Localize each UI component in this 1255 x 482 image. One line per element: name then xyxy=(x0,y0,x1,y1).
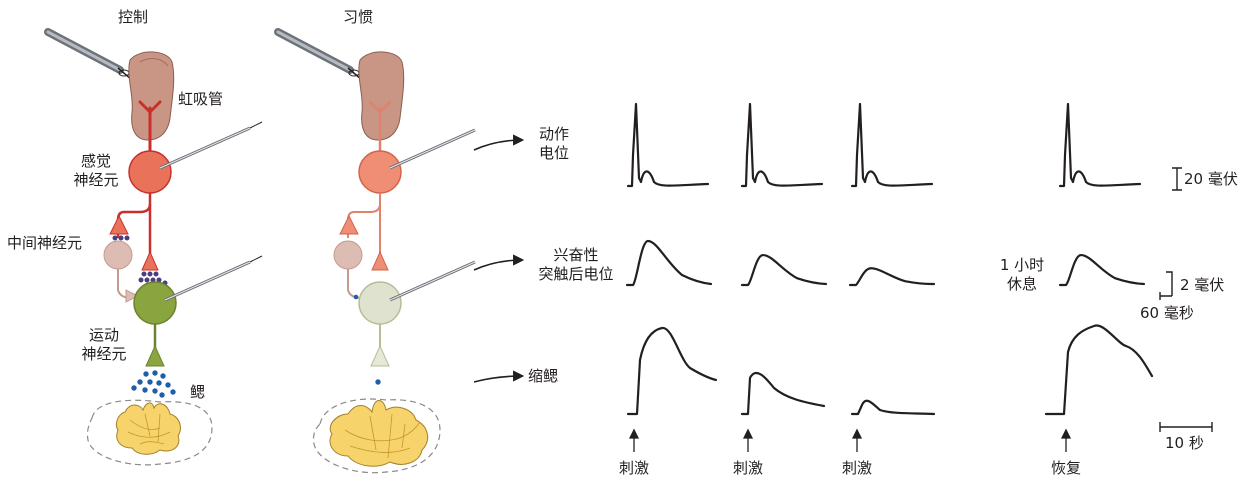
tactile-probe xyxy=(48,32,132,80)
stimulus-arrows xyxy=(630,430,1070,452)
sensory-neuron-soma xyxy=(129,151,171,193)
epsp-label: 兴奋性 突触后电位 xyxy=(528,246,624,284)
scale-bar-20mv xyxy=(1172,168,1182,190)
siphon-label: 虹吸管 xyxy=(178,90,223,109)
interneuron-label: 中间神经元 xyxy=(7,234,82,253)
gill-relaxed xyxy=(330,401,428,467)
scale-bars xyxy=(1160,168,1212,432)
epsp-trace-1 xyxy=(627,241,711,285)
sensory-neuron-soma-habituation xyxy=(359,151,401,193)
epsp-trace-4 xyxy=(1060,255,1144,285)
scale-label-2mv: 2 毫伏 xyxy=(1180,276,1224,295)
motor-terminal xyxy=(146,346,164,366)
rest-label: 1 小时 休息 xyxy=(992,256,1052,294)
gill-withdrawal-trace-4 xyxy=(1046,326,1152,414)
epsp-trace-3 xyxy=(850,268,934,285)
scale-label-60ms: 60 毫秒 xyxy=(1140,304,1194,323)
motor-neuron-soma-habituation xyxy=(359,282,401,324)
recording-electrode-motor-habituation xyxy=(390,262,475,300)
gill-withdrawal-label: 缩鳃 xyxy=(528,367,558,386)
scale-bar-10s xyxy=(1160,422,1212,432)
sensory-neuron-label: 感觉 神经元 xyxy=(68,152,124,190)
action-potential-trace-2 xyxy=(742,104,822,186)
recovery-label: 恢复 xyxy=(1046,459,1086,478)
tactile-probe-habituation xyxy=(278,32,362,80)
epsp-trace-2 xyxy=(742,255,826,285)
row-arrows xyxy=(474,140,522,382)
action-potential-trace-3 xyxy=(852,104,932,186)
sensory-terminal-motor xyxy=(142,252,158,270)
scale-bar-2mv xyxy=(1160,272,1172,296)
recording-electrode-motor xyxy=(165,256,262,300)
stimulus-label-3: 刺激 xyxy=(837,459,877,478)
habituation-panel xyxy=(278,32,475,473)
recording-electrode-sensory-habituation xyxy=(390,130,475,168)
action-potential-trace-4 xyxy=(1060,104,1140,186)
scale-label-10s: 10 秒 xyxy=(1165,434,1204,453)
sensory-terminal-inter xyxy=(110,216,128,234)
control-title: 控制 xyxy=(110,8,156,27)
scale-label-20mv: 20 毫伏 xyxy=(1184,170,1238,189)
siphon-habituation xyxy=(359,52,404,140)
stimulus-label-1: 刺激 xyxy=(614,459,654,478)
gill-label: 鳃 xyxy=(190,383,205,402)
gill-withdrawal-trace-3 xyxy=(852,401,934,414)
interneuron-soma xyxy=(104,241,132,269)
traces xyxy=(627,104,1152,414)
gill-withdrawal-trace-1 xyxy=(628,328,716,414)
transmitter-dots-blue xyxy=(131,370,175,397)
action-potential-trace-1 xyxy=(628,104,708,186)
stimulus-label-2: 刺激 xyxy=(728,459,768,478)
gill-withdrawal-trace-2 xyxy=(742,373,824,414)
motor-neuron-soma xyxy=(134,282,176,324)
action-potential-label: 动作 电位 xyxy=(528,125,580,163)
motor-neuron-label: 运动 神经元 xyxy=(76,326,132,364)
recording-electrode-sensory xyxy=(160,122,262,168)
habituation-title: 习惯 xyxy=(335,8,381,27)
